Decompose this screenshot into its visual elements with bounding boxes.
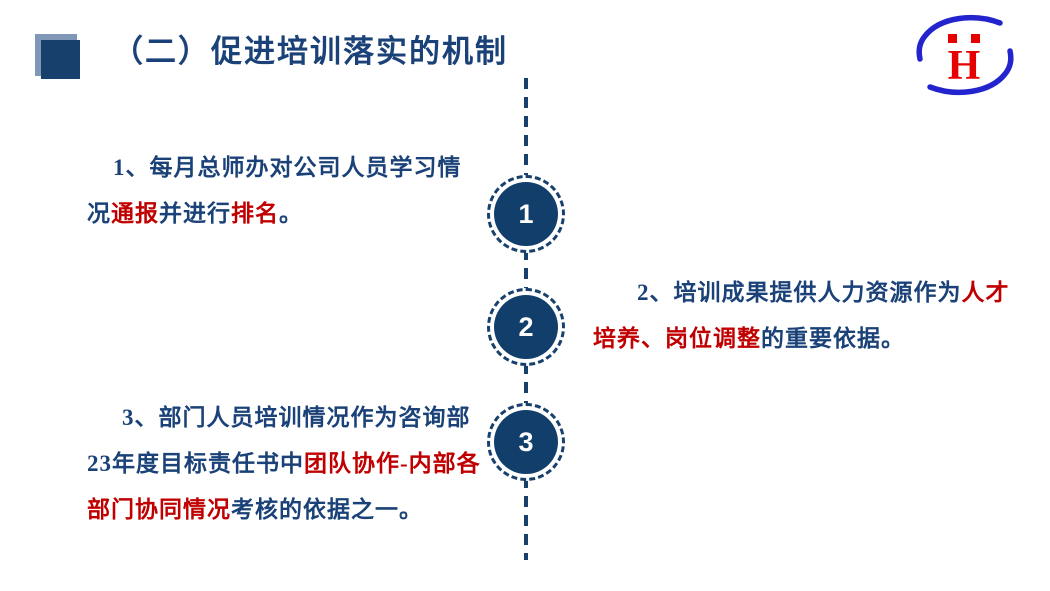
page-title: （二）促进培训落实的机制: [112, 34, 508, 69]
point-3-line-3: 部门协同情况考核的依据之一。: [87, 487, 481, 533]
text-segment: 并进行: [159, 201, 231, 226]
point-3-text: 3、部门人员培训情况作为咨询部 23年度目标责任书中团队协作-内部各 部门协同情…: [87, 395, 481, 533]
timeline-node-1: 1: [487, 175, 565, 253]
text-segment: 团队协作-内部各: [304, 451, 481, 476]
text-segment: 1、每月总师办对公司人员学习情: [113, 155, 462, 180]
timeline-node-3-number: 3: [494, 410, 558, 474]
text-segment: 人才: [961, 280, 1010, 305]
text-segment: 部门协同情况: [87, 497, 231, 522]
title-accent-square-front: [41, 40, 80, 79]
logo-top-arc: [916, 15, 1003, 62]
text-segment: 考核的依据之一。: [231, 497, 423, 522]
timeline-node-2: 2: [487, 288, 565, 366]
text-segment: 3、部门人员培训情况作为咨询部: [122, 405, 471, 430]
point-3-line-2: 23年度目标责任书中团队协作-内部各: [87, 441, 481, 487]
timeline-node-2-number: 2: [494, 295, 558, 359]
text-segment: 2、培训成果提供人力资源作为: [637, 280, 962, 305]
timeline-node-3: 3: [487, 403, 565, 481]
point-2-text: 2、培训成果提供人力资源作为人才 培养、岗位调整的重要依据。: [593, 270, 1010, 362]
point-1-line-1: 1、每月总师办对公司人员学习情: [87, 145, 462, 191]
timeline-node-1-number: 1: [494, 182, 558, 246]
text-segment: 23年度目标责任书中: [87, 451, 304, 476]
text-segment: 排名: [231, 201, 279, 226]
logo-bottom-arc: [927, 48, 1014, 95]
point-3-line-1: 3、部门人员培训情况作为咨询部: [87, 395, 481, 441]
text-segment: 的重要依据。: [761, 326, 905, 351]
point-1-text: 1、每月总师办对公司人员学习情 况通报并进行排名。: [87, 145, 462, 237]
point-2-line-2: 培养、岗位调整的重要依据。: [593, 316, 1010, 362]
text-segment: 况: [87, 201, 111, 226]
logo-h-glyph: H: [948, 43, 981, 89]
logo-dot-right: [971, 34, 980, 43]
point-1-line-2: 况通报并进行排名。: [87, 191, 462, 237]
point-2-line-1: 2、培训成果提供人力资源作为人才: [593, 270, 1010, 316]
company-logo-graphic: H: [916, 15, 1014, 95]
text-segment: 通报: [111, 201, 159, 226]
text-segment: 培养、岗位调整: [593, 326, 761, 351]
company-logo: H: [912, 12, 1018, 98]
text-segment: 。: [279, 201, 303, 226]
logo-dot-left: [948, 34, 957, 43]
